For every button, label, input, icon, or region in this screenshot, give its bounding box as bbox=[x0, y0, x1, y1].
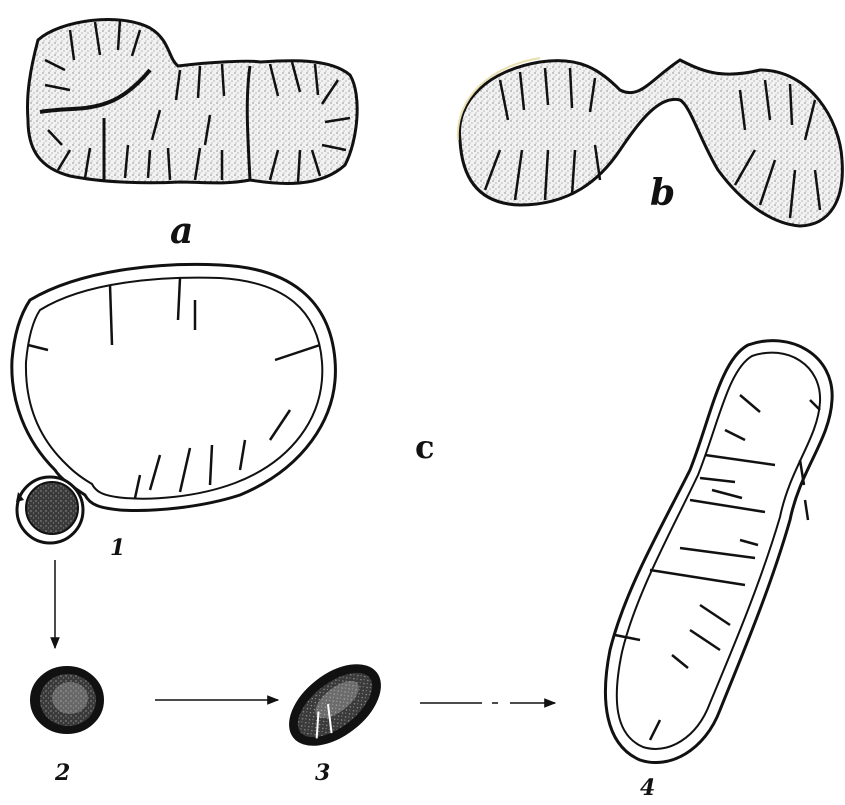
bud-vesicle bbox=[16, 477, 83, 543]
stage-4-outline bbox=[605, 341, 832, 763]
label-panel-c: c bbox=[415, 428, 434, 466]
bud-core bbox=[26, 482, 78, 534]
panel-a-outline bbox=[27, 19, 357, 183]
label-stage-4: 4 bbox=[640, 775, 655, 800]
label-stage-1: 1 bbox=[110, 535, 125, 561]
label-stage-3: 3 bbox=[315, 760, 330, 786]
panel-c-stage-2 bbox=[31, 667, 103, 733]
label-panel-a: a bbox=[170, 210, 193, 252]
panel-c-stage-3 bbox=[276, 649, 395, 760]
label-stage-2: 2 bbox=[54, 760, 70, 786]
stage-1-outline bbox=[12, 264, 336, 510]
label-panel-b: b bbox=[650, 172, 675, 214]
panel-c-stage-4 bbox=[605, 341, 832, 763]
panel-a-mitochondria bbox=[27, 19, 357, 183]
panel-c-stage-1 bbox=[12, 264, 336, 510]
